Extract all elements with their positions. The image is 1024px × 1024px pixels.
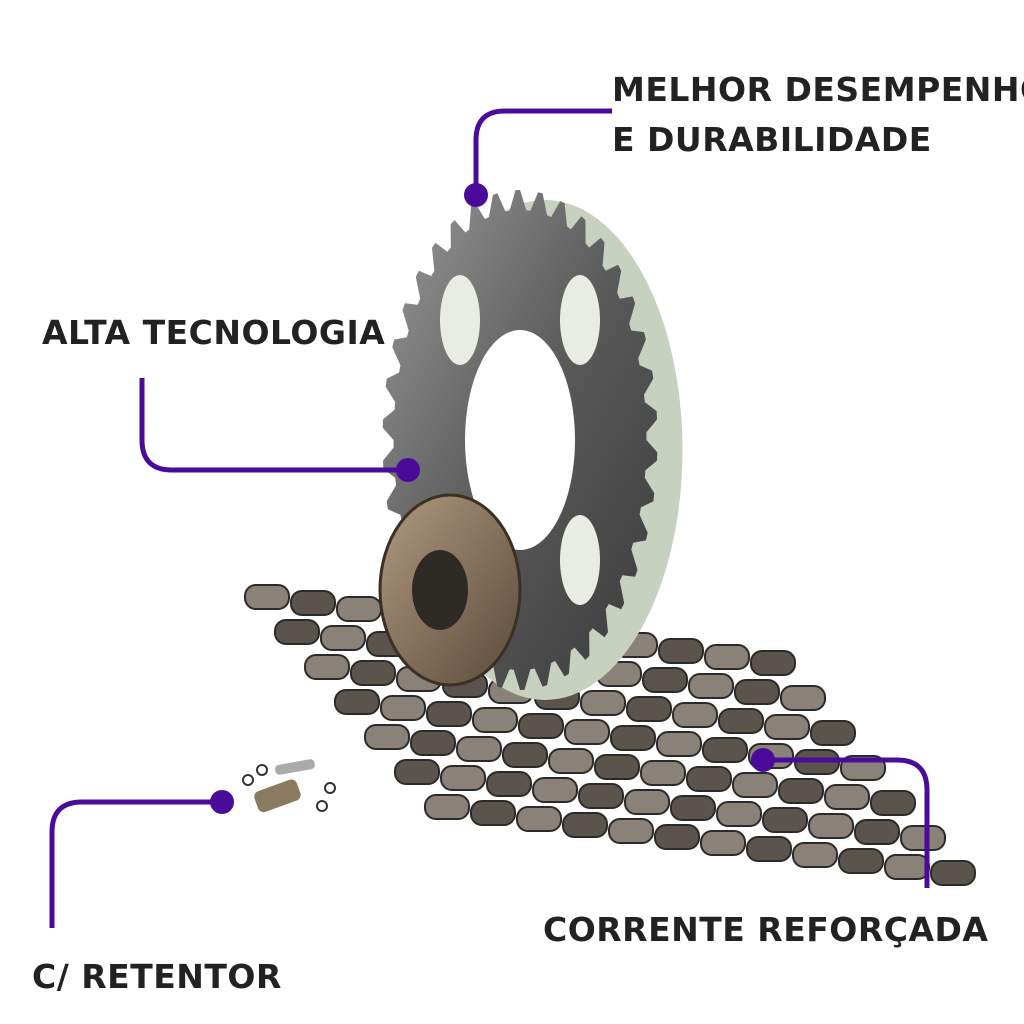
callout-lines: [49, 108, 930, 928]
callout-performance-line1: MELHOR DESEMPENHO: [612, 70, 1024, 109]
callout-chain: CORRENTE REFORÇADA: [543, 910, 989, 949]
callout-seal: C/ RETENTOR: [32, 957, 282, 996]
callout-technology: ALTA TECNOLOGIA: [42, 313, 386, 352]
callout-performance-line2: E DURABILIDADE: [612, 120, 932, 159]
callout-dots: [210, 183, 775, 814]
master-link-image: [242, 759, 336, 813]
front-sprocket-image: [378, 493, 522, 687]
